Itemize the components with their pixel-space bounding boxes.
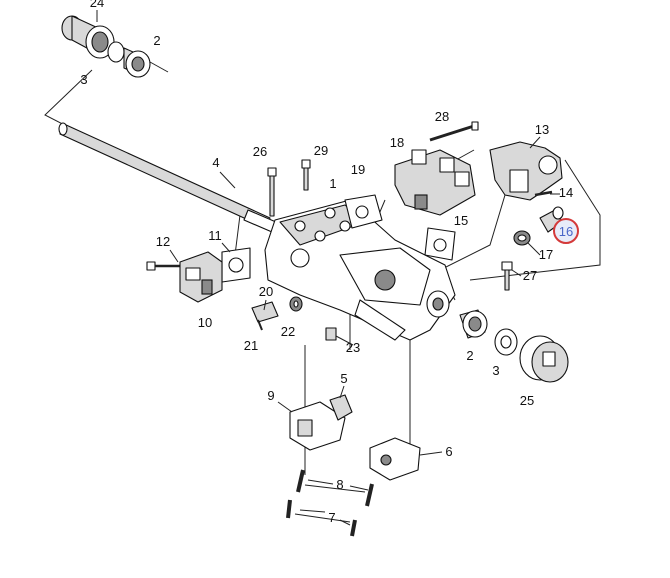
part-7-pins bbox=[286, 499, 357, 537]
part-29-bolt bbox=[301, 159, 311, 191]
callout-16-highlighted: 16 bbox=[559, 224, 573, 239]
part-4-shaft bbox=[58, 122, 277, 233]
part-8-pins bbox=[296, 469, 374, 507]
callout-4: 4 bbox=[212, 155, 219, 170]
part-2-bearing-right bbox=[459, 309, 488, 339]
label-ticks bbox=[96, 10, 560, 526]
callout-13: 13 bbox=[535, 122, 549, 137]
callout-2: 2 bbox=[153, 33, 160, 48]
callout-21: 21 bbox=[244, 338, 258, 353]
callout-3-right: 3 bbox=[492, 363, 499, 378]
part-16-sensor bbox=[539, 206, 564, 233]
part-25-pulley bbox=[519, 335, 569, 383]
callout-22: 22 bbox=[281, 324, 295, 339]
highlight-ring bbox=[553, 218, 579, 244]
part-15-gasket bbox=[424, 227, 456, 261]
callout-27: 27 bbox=[523, 268, 537, 283]
callout-3: 3 bbox=[80, 72, 87, 87]
callout-18: 18 bbox=[390, 135, 404, 150]
part-12-bolt bbox=[146, 261, 180, 271]
callout-19: 19 bbox=[351, 162, 365, 177]
callout-12: 12 bbox=[156, 234, 170, 249]
part-3-ring-right bbox=[494, 328, 518, 356]
part-9-fork bbox=[289, 401, 346, 451]
part-20-21-sensor bbox=[251, 301, 279, 331]
callout-20: 20 bbox=[259, 284, 273, 299]
part-24-sleeve bbox=[61, 15, 151, 78]
callout-25: 25 bbox=[520, 393, 534, 408]
part-28-bolt bbox=[429, 121, 479, 142]
part-1-main-housing bbox=[264, 199, 456, 341]
callout-2-right: 2 bbox=[466, 348, 473, 363]
part-11-gasket bbox=[221, 247, 251, 283]
part-27-bolt bbox=[501, 261, 513, 291]
callout-23: 23 bbox=[346, 340, 360, 355]
callout-1: 1 bbox=[329, 176, 336, 191]
part-10-cover bbox=[179, 251, 223, 303]
part-26-bolt bbox=[267, 167, 277, 217]
part-23-plug bbox=[325, 327, 337, 341]
part-17-washer bbox=[513, 230, 531, 246]
part-6-bracket bbox=[369, 437, 421, 481]
callout-29: 29 bbox=[314, 143, 328, 158]
callout-26: 26 bbox=[253, 144, 267, 159]
part-22-washer bbox=[289, 296, 303, 312]
callout-10: 10 bbox=[198, 315, 212, 330]
callout-7: 7 bbox=[328, 510, 335, 525]
callout-14: 14 bbox=[559, 185, 573, 200]
callout-5: 5 bbox=[340, 371, 347, 386]
part-14-screw bbox=[534, 190, 553, 197]
part-18-valve bbox=[394, 149, 476, 216]
callout-15: 15 bbox=[454, 213, 468, 228]
callout-24: 24 bbox=[90, 0, 104, 10]
callout-6: 6 bbox=[445, 444, 452, 459]
callout-11: 11 bbox=[208, 228, 222, 243]
callout-8: 8 bbox=[336, 477, 343, 492]
callout-28: 28 bbox=[435, 109, 449, 124]
callout-17: 17 bbox=[539, 247, 553, 262]
callout-labels: 24 2 3 4 28 13 18 26 29 1 19 14 16 15 17… bbox=[80, 0, 573, 525]
callout-9: 9 bbox=[267, 388, 274, 403]
part-19-gasket bbox=[344, 194, 383, 229]
